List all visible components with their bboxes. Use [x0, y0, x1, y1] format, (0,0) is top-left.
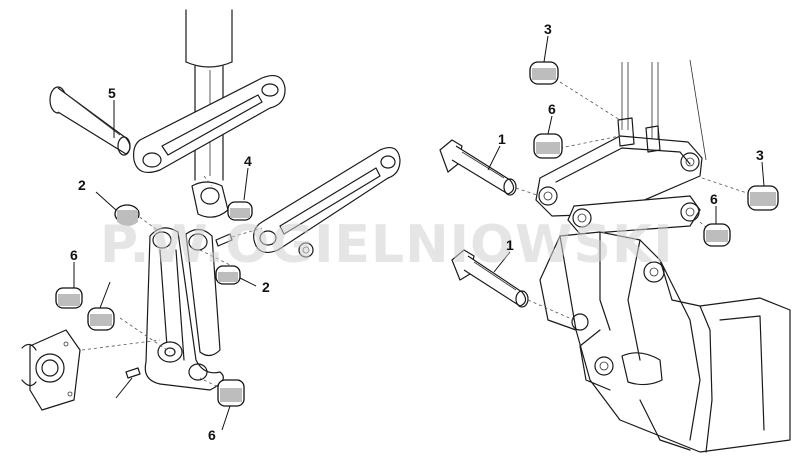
- callout-2-mid: 2: [262, 279, 270, 295]
- left-assembly: [21, 9, 401, 431]
- flange-hub: [21, 329, 81, 411]
- callout-1-top: 1: [498, 131, 506, 147]
- bushing-right-6-top: [533, 133, 563, 159]
- hydraulic-cylinder: [185, 9, 233, 181]
- bushing-right-3-right: [747, 185, 779, 211]
- callout-3-top: 3: [544, 21, 552, 37]
- pin-part-1-top: [439, 139, 517, 196]
- callout-6-right-top: 6: [548, 101, 556, 117]
- callout-5: 5: [108, 85, 116, 101]
- bushing-left-2-mid: [215, 265, 241, 285]
- lower-crossbar: [567, 195, 701, 235]
- main-frame: [539, 231, 791, 453]
- callout-6-right: 6: [710, 191, 718, 207]
- watermark-text: P.W.OGIELNIOWSKI: [100, 215, 674, 275]
- grease-nipple-lower: [115, 367, 141, 399]
- bushing-left-6-left: [55, 287, 83, 309]
- callout-4: 4: [244, 153, 252, 169]
- bushing-right-6-right: [703, 223, 731, 247]
- pin-part-5: [49, 86, 131, 156]
- callout-2-top: 2: [78, 177, 86, 193]
- callout-6-bottom: 6: [208, 427, 216, 443]
- callout-6-left: 6: [70, 247, 78, 263]
- bushing-right-3-top: [529, 61, 559, 85]
- pin-part-1-bottom: [451, 249, 529, 308]
- center-bracket: [191, 181, 229, 218]
- bushing-left-2-top: [114, 204, 140, 226]
- middle-link-arm: [253, 147, 401, 258]
- callout-3-right: 3: [756, 147, 764, 163]
- right-assembly: [439, 35, 791, 453]
- lower-link-frame: [144, 227, 224, 391]
- bushing-left-6-bottom: [217, 379, 245, 407]
- bushing-left-ring: [87, 307, 115, 331]
- upper-link-arm: [133, 75, 286, 173]
- callout-1-bottom: 1: [506, 237, 514, 253]
- upper-bracket: [535, 117, 703, 217]
- grease-nipple-upper: [215, 227, 263, 247]
- bushing-left-4: [227, 201, 253, 221]
